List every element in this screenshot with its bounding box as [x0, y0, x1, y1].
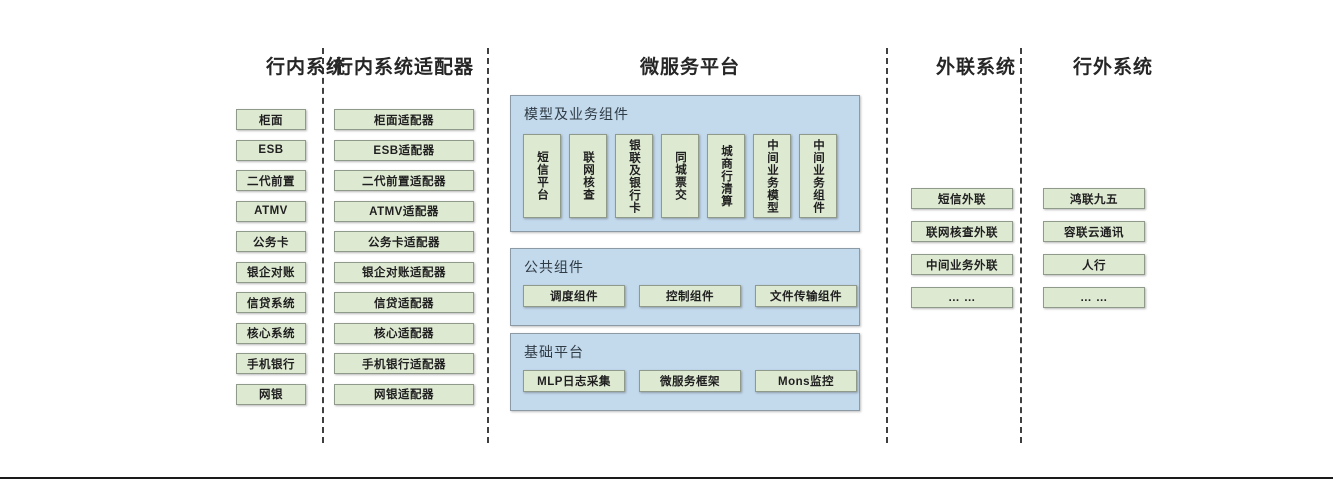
bottom-rule [0, 477, 1333, 479]
node-public-components-0[interactable]: 调度组件 [523, 285, 625, 307]
node-external-link-systems-0[interactable]: 短信外联 [911, 188, 1013, 209]
node-internal-systems-3[interactable]: ATMV [236, 200, 306, 222]
node-internal-adapters-9[interactable]: 网银适配器 [334, 383, 474, 405]
node-outside-bank-systems-1[interactable]: 容联云通讯 [1043, 221, 1145, 242]
node-base-platform-2[interactable]: Mons监控 [755, 370, 857, 392]
node-internal-systems-8[interactable]: 手机银行 [236, 353, 306, 374]
node-model-business-components-3[interactable]: 同城票交 [661, 134, 699, 218]
column-title-internal-systems: 行内系统 [265, 57, 346, 78]
node-model-business-components-0[interactable]: 短信平台 [523, 134, 561, 218]
column-title-internal-adapters: 行内系统适配器 [334, 57, 475, 78]
node-model-business-components-5[interactable]: 中间业务模型 [753, 134, 791, 218]
divider-4 [1020, 48, 1022, 443]
node-public-components-1[interactable]: 控制组件 [639, 285, 741, 307]
panel-title-model-business-components: 模型及业务组件 [524, 106, 629, 122]
node-internal-adapters-4[interactable]: 公务卡适配器 [334, 231, 474, 252]
node-internal-systems-1[interactable]: ESB [236, 139, 306, 161]
panel-title-public-components: 公共组件 [524, 259, 584, 275]
node-public-components-2[interactable]: 文件传输组件 [755, 285, 857, 307]
divider-3 [886, 48, 888, 443]
node-base-platform-1[interactable]: 微服务框架 [639, 370, 741, 392]
node-internal-systems-6[interactable]: 信贷系统 [236, 292, 306, 313]
node-base-platform-0[interactable]: MLP日志采集 [523, 370, 625, 392]
column-title-outside-bank-systems: 行外系统 [1072, 57, 1153, 78]
node-model-business-components-2[interactable]: 银联及银行卡 [615, 134, 653, 218]
column-title-external-link-systems: 外联系统 [935, 57, 1016, 78]
node-model-business-components-6[interactable]: 中间业务组件 [799, 134, 837, 218]
node-outside-bank-systems-3[interactable]: … … [1043, 287, 1145, 308]
node-internal-adapters-5[interactable]: 银企对账适配器 [334, 261, 474, 283]
node-internal-systems-0[interactable]: 柜面 [236, 109, 306, 130]
node-internal-adapters-7[interactable]: 核心适配器 [334, 322, 474, 344]
node-internal-systems-4[interactable]: 公务卡 [236, 231, 306, 252]
node-model-business-components-4[interactable]: 城商行清算 [707, 134, 745, 218]
node-internal-systems-2[interactable]: 二代前置 [236, 170, 306, 191]
node-external-link-systems-2[interactable]: 中间业务外联 [911, 254, 1013, 275]
column-title-microservice-platform: 微服务平台 [639, 57, 740, 78]
node-model-business-components-1[interactable]: 联网核查 [569, 134, 607, 218]
node-internal-systems-5[interactable]: 银企对账 [236, 261, 306, 283]
node-outside-bank-systems-2[interactable]: 人行 [1043, 254, 1145, 275]
node-internal-adapters-2[interactable]: 二代前置适配器 [334, 170, 474, 191]
node-external-link-systems-1[interactable]: 联网核查外联 [911, 221, 1013, 242]
node-internal-adapters-8[interactable]: 手机银行适配器 [334, 353, 474, 374]
node-internal-adapters-3[interactable]: ATMV适配器 [334, 200, 474, 222]
divider-1 [322, 48, 324, 443]
node-internal-adapters-1[interactable]: ESB适配器 [334, 139, 474, 161]
node-internal-systems-9[interactable]: 网银 [236, 383, 306, 405]
node-internal-systems-7[interactable]: 核心系统 [236, 322, 306, 344]
node-internal-adapters-6[interactable]: 信贷适配器 [334, 292, 474, 313]
node-external-link-systems-3[interactable]: … … [911, 287, 1013, 308]
node-internal-adapters-0[interactable]: 柜面适配器 [334, 109, 474, 130]
node-outside-bank-systems-0[interactable]: 鸿联九五 [1043, 188, 1145, 209]
panel-title-base-platform: 基础平台 [524, 344, 584, 360]
divider-2 [487, 48, 489, 443]
